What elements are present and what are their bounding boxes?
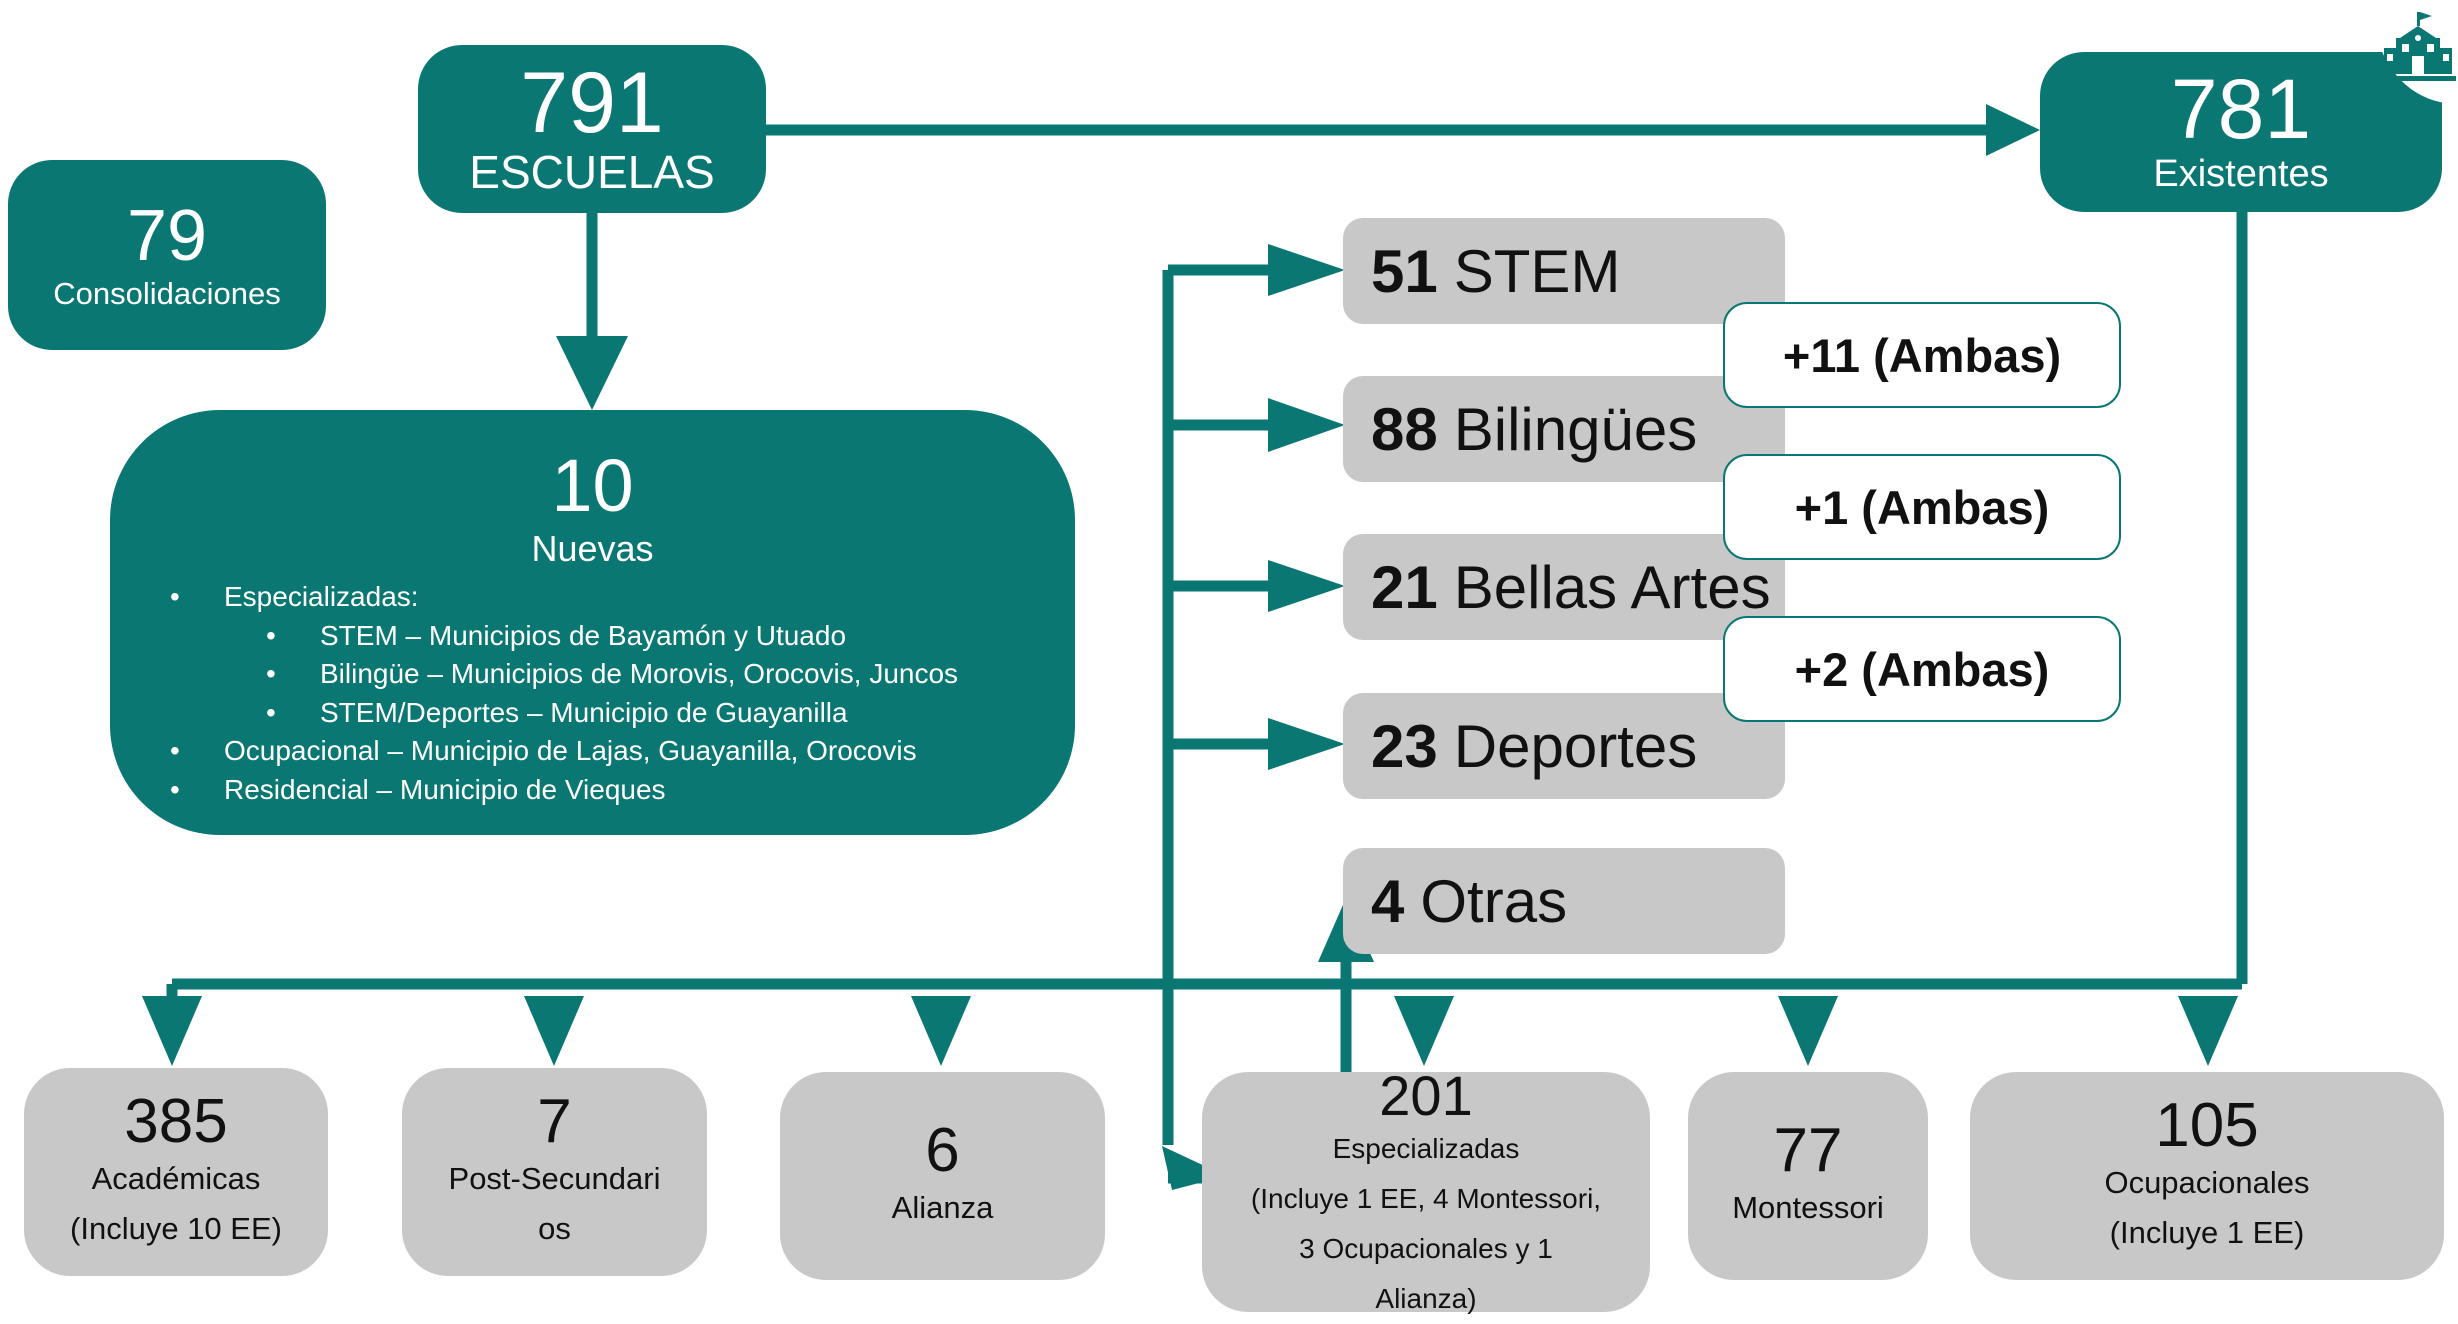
category-note: (Incluye 1 EE, 4 Montessori, [1250,1183,1602,1214]
category-ocupacionales: 105 Ocupacionales (Incluye 1 EE) [1970,1072,2444,1280]
list-item: STEM – Municipios de Bayamón y Utuado [224,617,1075,656]
overlap-badge-stem-bilingues: +11 (Ambas) [1723,302,2121,408]
consolidations-number: 79 [126,196,208,276]
category-label: Post-Secundari [448,1161,661,1196]
specialization-count: 51 [1371,237,1438,305]
specialization-name: Otras [1420,867,1568,935]
category-note: 3 Ocupacionales y 1 [1299,1233,1553,1264]
list-item: Especializadas: [224,578,1075,617]
specialization-name: Bilingües [1453,395,1698,463]
overlap-badge-bilingues-bellas-artes: +1 (Ambas) [1723,454,2121,560]
category-number: 7 [537,1087,572,1156]
arrowhead-to-academicas [142,996,202,1066]
specialization-otras: 4 Otras [1343,848,1785,954]
category-label: Académicas [91,1161,261,1196]
specialization-count: 23 [1371,712,1438,780]
category-especializadas: 201 Especializadas (Incluye 1 EE, 4 Mont… [1202,1068,1650,1314]
arrowhead-to-existentes [1986,104,2040,156]
existing-schools-label: Existentes [2153,153,2329,195]
specialization-count: 4 [1371,867,1405,935]
consolidations-label: Consolidaciones [53,276,281,311]
total-schools-box: 791 ESCUELAS [418,45,766,213]
arrowhead-to-bellas-artes [1268,560,1345,612]
arrowhead-to-especializadas [1394,996,1454,1066]
category-label: Alianza [891,1190,994,1225]
total-schools-number: 791 [520,55,664,151]
specialization-count: 88 [1371,395,1438,463]
category-label: Especializadas [1332,1133,1520,1164]
arrowhead-to-post-secundarios [524,996,584,1066]
specialization-name: STEM [1453,237,1621,305]
arrowhead-to-ocupacionales [2178,996,2238,1066]
category-note: Alianza) [1375,1283,1477,1314]
category-note: (Incluye 10 EE) [70,1211,282,1246]
existing-schools-box: 781 Existentes [2040,52,2442,212]
list-item: Ocupacional – Municipio de Lajas, Guayan… [224,732,1075,771]
category-alianza: 6 Alianza [780,1072,1105,1280]
category-post-secundarios: 7 Post-Secundari os [402,1068,707,1276]
category-label-cont: os [538,1211,571,1246]
list-item: Bilingüe – Municipios de Morovis, Orocov… [224,655,1075,694]
overlap-badge-bellas-artes-deportes: +2 (Ambas) [1723,616,2121,722]
category-number: 201 [1379,1064,1473,1127]
specialization-count: 21 [1371,553,1438,621]
consolidations-box: 79 Consolidaciones [8,160,326,350]
specialization-bellas-artes: 21 Bellas Artes [1343,534,1785,640]
category-academicas: 385 Académicas (Incluye 10 EE) [24,1068,328,1276]
specialization-name: Deportes [1453,712,1698,780]
arrowhead-to-alianza [911,996,971,1066]
category-number: 77 [1773,1116,1843,1185]
new-schools-list: Especializadas: STEM – Municipios de Bay… [110,578,1075,809]
specialization-name: Bellas Artes [1453,553,1771,621]
specialization-bilingues: 88 Bilingües [1343,376,1785,482]
arrowhead-to-nuevas [556,336,628,410]
existing-schools-number: 781 [2170,62,2312,156]
category-label: Ocupacionales [2104,1165,2310,1200]
category-label: Montessori [1732,1190,1884,1225]
school-building-icon [2372,8,2458,104]
new-schools-label: Nuevas [531,528,654,569]
category-note: (Incluye 1 EE) [2109,1215,2305,1250]
category-montessori: 77 Montessori [1688,1072,1928,1280]
category-number: 385 [124,1087,228,1156]
category-number: 6 [925,1116,960,1185]
new-schools-number: 10 [551,444,634,527]
arrowhead-to-bilingues [1268,398,1345,452]
list-item: STEM/Deportes – Municipio de Guayanilla [224,694,1075,733]
total-schools-label: ESCUELAS [469,146,715,198]
arrowhead-to-deportes [1268,718,1345,770]
category-number: 105 [2155,1091,2259,1160]
specialization-deportes: 23 Deportes [1343,693,1785,799]
arrowhead-to-montessori [1778,996,1838,1066]
list-item: Residencial – Municipio de Vieques [224,771,1075,810]
arrowhead-to-stem [1268,244,1345,296]
specialization-stem: 51 STEM [1343,218,1785,324]
new-schools-box: 10 Nuevas Especializadas: STEM – Municip… [110,410,1075,835]
